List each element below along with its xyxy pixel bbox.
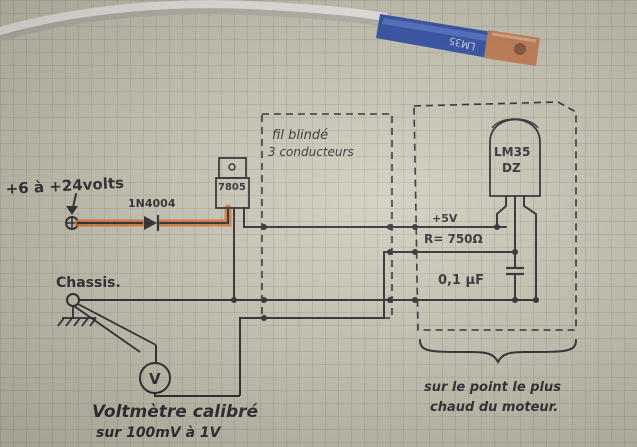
location-caption-line2: chaud du moteur. [430,400,558,415]
diode-label: 1N4004 [128,197,176,210]
sensor-lead-gnd [523,195,537,299]
diode-symbol [144,215,160,231]
chassis-label: Chassis. [56,275,121,291]
junction-dot [231,297,237,303]
junction-dot [387,224,393,230]
voltmeter-caption-line1: Voltmètre calibré [92,402,259,422]
junction-dot [261,297,267,303]
junction-dot [387,297,393,303]
sensor-box [413,101,577,331]
probe-cable-highlight [0,0,389,35]
lug-hole [514,43,526,55]
shielded-cable-conductors: 3 conducteurs [268,145,354,159]
resistor-label: R= 750Ω [424,232,483,246]
location-brace [419,339,577,365]
supply-voltage-label: +6 à +24volts [5,174,124,198]
supply-arrow-head [66,206,78,215]
voltmeter-caption-line2: sur 100mV à 1V [96,425,222,441]
shielded-cable-box [261,113,393,319]
voltmeter-symbol [139,345,240,397]
junction-dot [494,224,500,230]
temperature-probe-photo: LM35 [0,0,540,66]
sensor-label-line2: DZ [502,161,521,175]
sensor-label-line1: LM35 [494,145,530,159]
junction-dot [412,224,418,230]
voltmeter-letter: V [149,370,161,388]
plus5v-label: +5V [432,212,458,225]
junction-dot [387,249,393,255]
output-line [239,251,385,396]
junction-dot [412,249,418,255]
shielded-cable-label: fil blindé [272,128,328,143]
supply-wire [77,207,229,224]
location-caption-line1: sur le point le plus [424,380,561,395]
junction-dot [261,224,267,230]
heat-shrink-shine [382,18,488,41]
lm35-sensor [489,118,541,197]
junction-dot [533,297,539,303]
junction-dot [512,297,518,303]
junction-dot [512,249,518,255]
supply-wire-highlight [74,204,232,227]
junction-dot [261,315,267,321]
capacitor-label: 0,1 µF [438,273,484,288]
junction-dot [412,297,418,303]
sensor-lead-vs [496,195,507,229]
regulator-7805 [215,157,250,209]
capacitor-symbol [506,252,524,298]
chassis-terminal [57,293,157,353]
regulator-label: 7805 [218,182,246,193]
